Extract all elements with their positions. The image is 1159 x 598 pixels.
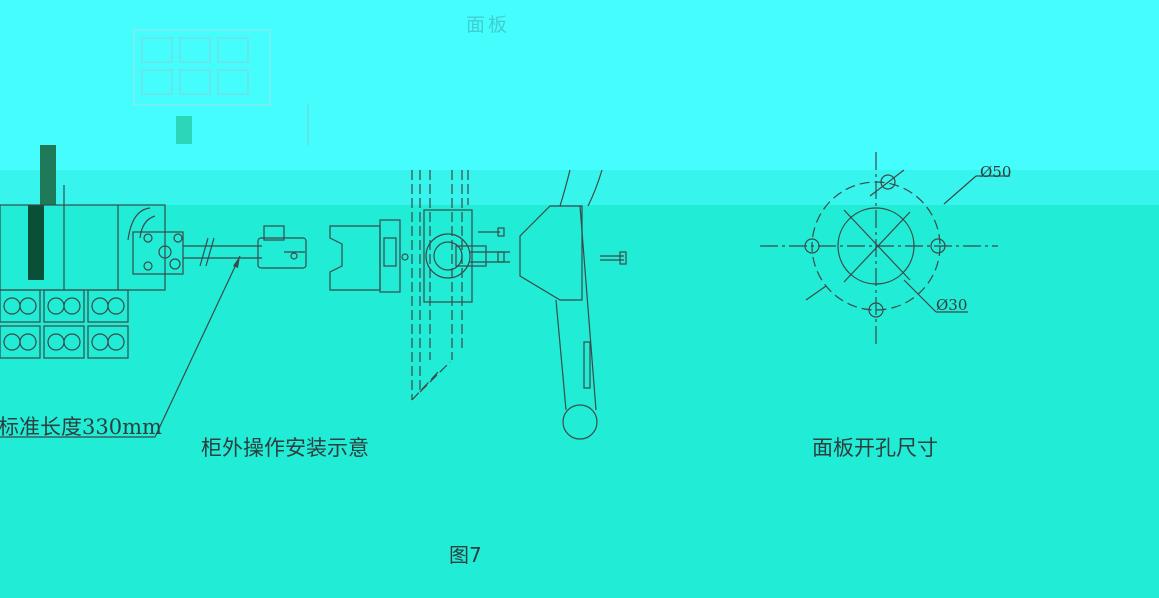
cable-length-label: 标准长度330mm	[0, 415, 162, 439]
panel-label: 面板	[466, 14, 511, 36]
adapter-block	[329, 219, 401, 293]
length-leader-line	[0, 255, 241, 438]
dimension-dia-50: Ø50	[980, 163, 1011, 181]
cabinet-panel	[411, 170, 469, 401]
lower-background-band	[0, 170, 1159, 205]
switch-body	[0, 29, 309, 291]
knob-base	[401, 209, 510, 303]
operating-handle	[519, 169, 627, 440]
terminal-blocks	[0, 289, 129, 359]
hole-caption: 面板开孔尺寸	[812, 436, 938, 460]
dimension-dia-30: Ø30	[936, 296, 967, 314]
panel-hole-pattern	[760, 152, 1010, 344]
figure-caption: 图7	[449, 543, 482, 567]
extension-shaft	[183, 225, 307, 269]
install-caption: 柜外操作安装示意	[201, 436, 369, 460]
